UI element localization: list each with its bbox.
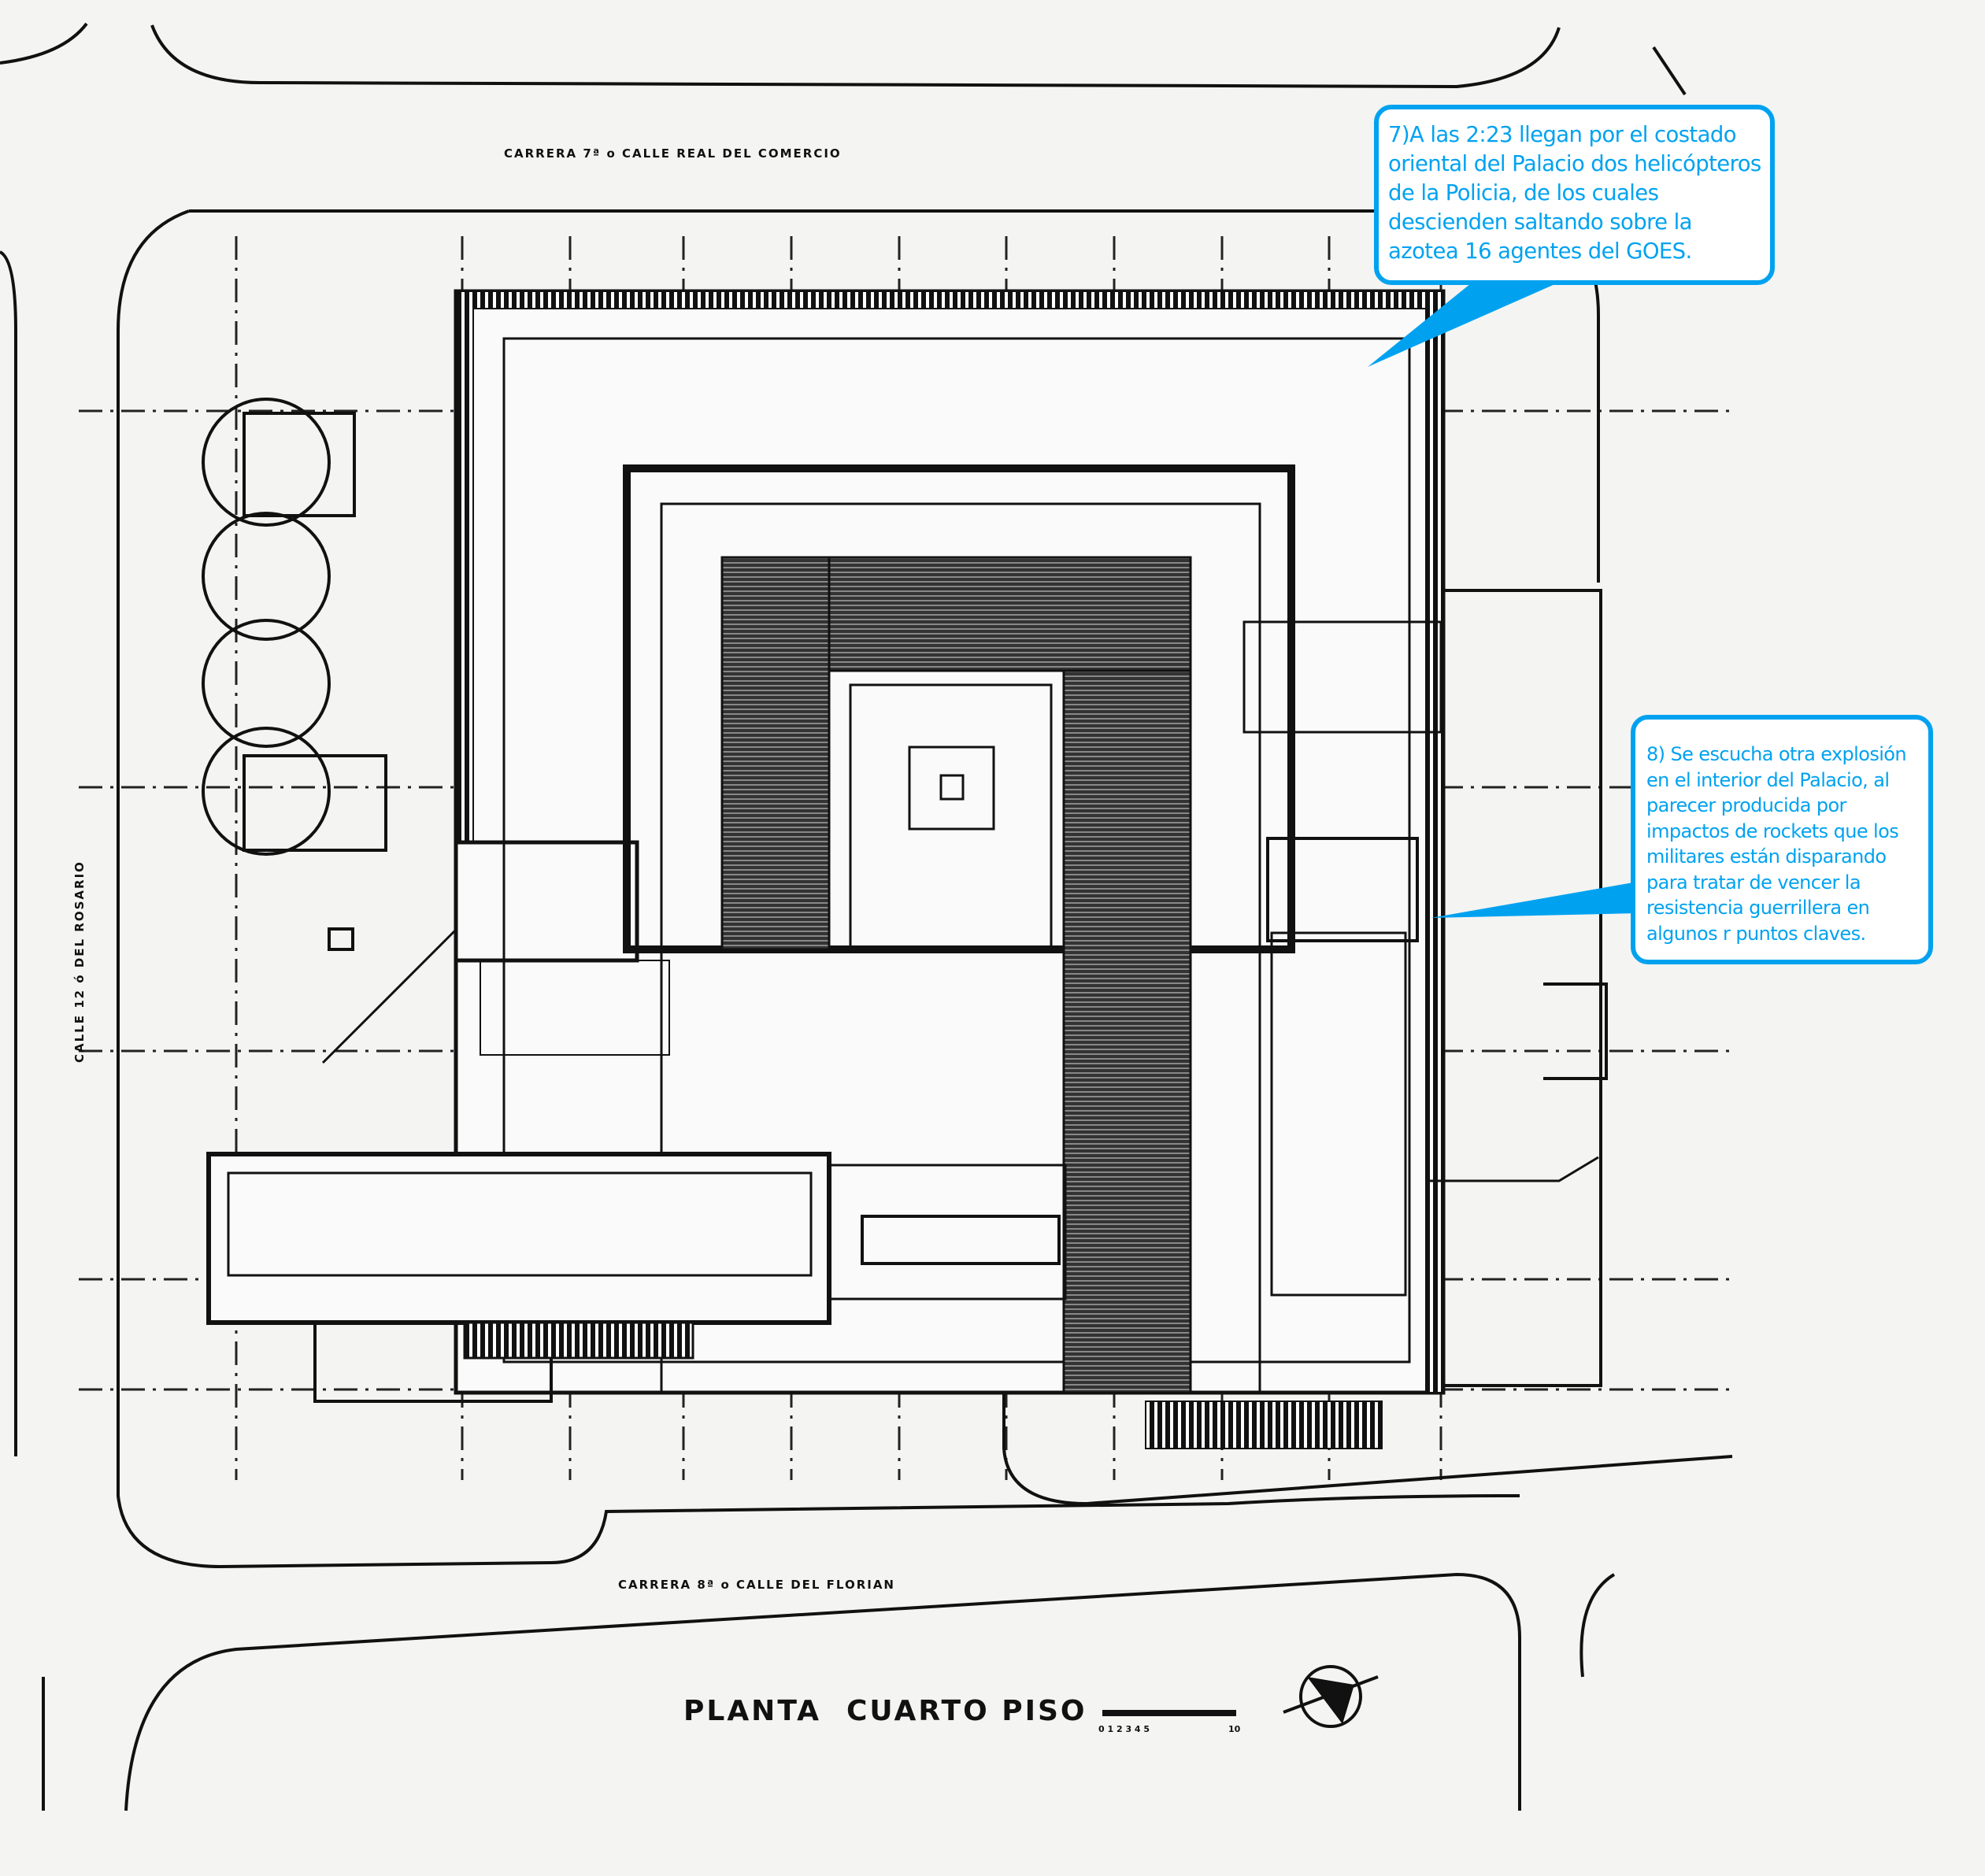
- building: [206, 289, 1608, 1449]
- compass-north-icon: [1283, 1665, 1379, 1728]
- callout-8: 8) Se escucha otra explosión en el inter…: [1631, 715, 1933, 964]
- scale-labels: 0 1 2 3 4 5: [1098, 1724, 1150, 1734]
- trees: [202, 398, 331, 856]
- callout-tails: [1368, 280, 1638, 918]
- street-label-left: CALLE 12 ó DEL ROSARIO: [72, 860, 87, 1063]
- street-label-bottom: CARRERA 8ª o CALLE DEL FLORIAN: [618, 1578, 895, 1592]
- callout-7-text: 7)A las 2:23 llegan por el costado orien…: [1388, 122, 1761, 264]
- callout-8-text: 8) Se escucha otra explosión en el inter…: [1646, 743, 1907, 945]
- plan-subtitle: CUARTO PISO: [846, 1695, 1087, 1727]
- scale-end: 10: [1228, 1724, 1241, 1734]
- callout-7: 7)A las 2:23 llegan por el costado orien…: [1374, 105, 1775, 285]
- street-label-top: CARRERA 7ª o CALLE REAL DEL COMERCIO: [504, 146, 842, 161]
- scale-bar: 0 1 2 3 4 5 10: [1098, 1710, 1241, 1734]
- plan-title: PLANTA: [683, 1695, 821, 1727]
